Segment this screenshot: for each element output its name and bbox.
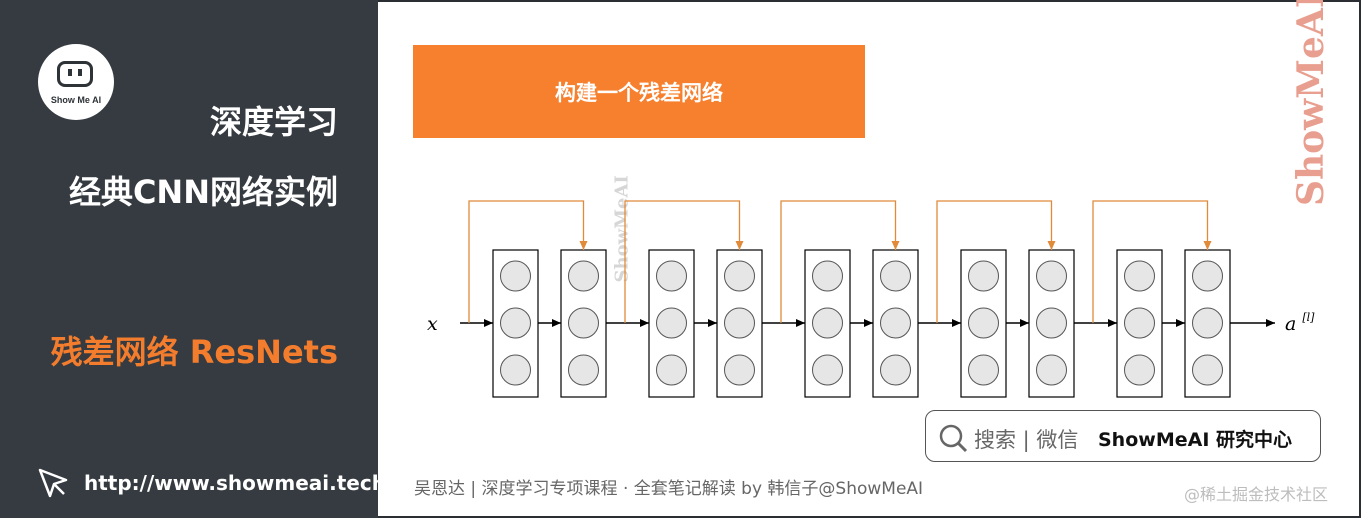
neuron [500,354,531,386]
neuron [968,354,999,386]
neuron [1124,354,1155,386]
neuron [812,307,843,339]
neuron [812,260,843,292]
neuron [724,354,755,386]
course-title: 深度学习 [209,103,338,141]
neuron [968,307,999,339]
resnet-diagram: x a [l] [427,200,1315,398]
watermark-right: ShowMeAI [1290,0,1332,206]
skip-connection [624,200,744,323]
sidebar: Show Me AI 深度学习 经典CNN网络实例 残差网络 ResNets h… [0,0,393,518]
output-label: a [l] [1285,311,1315,335]
logo-text: Show Me AI [50,95,102,105]
neuron [1124,260,1155,292]
neuron [656,260,687,292]
output-label-base: a [1285,313,1296,335]
neuron [656,354,687,386]
skip-connection [780,200,900,323]
skip-connection [468,200,588,323]
wechat-search-box[interactable]: 搜索 | 微信 ShowMeAI 研究中心 [925,410,1321,462]
search-brand: ShowMeAI 研究中心 [1098,429,1292,451]
neuron [1036,354,1067,386]
neuron [880,307,911,339]
neuron [724,307,755,339]
output-label-sup: [l] [1302,311,1315,324]
footer-credit: 吴恩达 | 深度学习专项课程 · 全套笔记解读 by 韩信子@ShowMeAI [414,479,924,499]
showmeai-logo[interactable]: Show Me AI [38,44,114,120]
banner-title: 构建一个残差网络 [555,81,723,105]
website-link[interactable]: http://www.showmeai.tech/ [84,471,394,495]
search-label: 搜索 | 微信 [974,428,1079,452]
neuron [812,354,843,386]
neuron [1192,307,1223,339]
input-label: x [427,313,438,335]
cursor-icon [38,468,68,498]
neuron [880,354,911,386]
skip-connection [1092,200,1212,323]
juejin-watermark: @稀土掘金技术社区 [1184,485,1329,504]
neuron [1192,354,1223,386]
search-icon [939,424,968,453]
neuron [1036,260,1067,292]
chapter-title: 经典CNN网络实例 [68,173,338,211]
neuron [656,307,687,339]
robot-icon [57,61,93,87]
topic-title: 残差网络 ResNets [50,333,338,371]
neuron [500,307,531,339]
neuron [500,260,531,292]
neuron [968,260,999,292]
neuron [568,260,599,292]
neuron [880,260,911,292]
neuron [1036,307,1067,339]
neuron [568,307,599,339]
neuron [1124,307,1155,339]
neuron [568,354,599,386]
title-banner: 构建一个残差网络 [413,45,865,138]
neuron [1192,260,1223,292]
skip-connection [936,200,1056,323]
neuron [724,260,755,292]
